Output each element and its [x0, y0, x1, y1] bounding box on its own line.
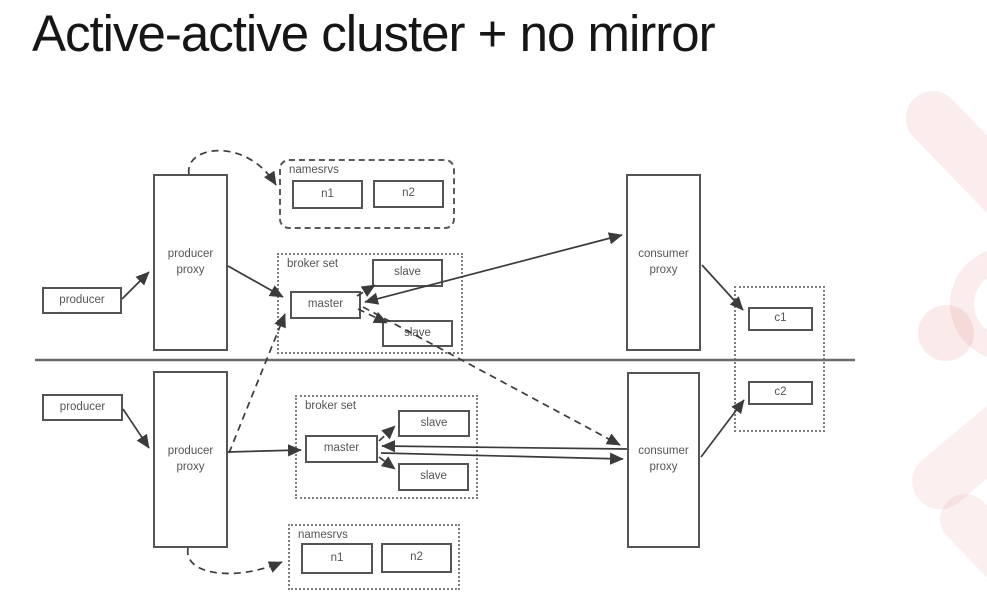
master-node-bottom: master	[305, 435, 378, 463]
edge-producer-to-proxy-bottom	[122, 408, 150, 449]
namesrvs-group-top: namesrvs	[279, 159, 455, 229]
producer-proxy-node-top: producer proxy	[153, 174, 228, 351]
group-label: namesrvs	[289, 164, 339, 176]
group-label: broker set	[305, 400, 357, 412]
group-label: namesrvs	[298, 529, 348, 541]
edge-proxy-to-namesrvs-bottom	[187, 547, 283, 575]
edge-producer-to-proxy-top	[121, 271, 150, 300]
edge-proxy-to-master-bottom	[227, 444, 302, 457]
slave2-node-bottom: slave	[398, 463, 469, 491]
group-label: broker set	[287, 258, 339, 270]
consumer-proxy-node-bottom: consumer proxy	[627, 372, 700, 548]
namesrv-n1-node-top: n1	[292, 180, 363, 209]
producer-node-bottom: producer	[42, 394, 123, 421]
consumer-proxy-node-top: consumer proxy	[626, 174, 701, 351]
consumer-c1-node: c1	[748, 307, 813, 331]
page-title: Active-active cluster + no mirror	[32, 5, 716, 62]
namesrv-n2-node-bottom: n2	[381, 543, 452, 573]
namesrvs-group-bottom: namesrvs	[288, 524, 460, 590]
slave2-node-top: slave	[382, 320, 453, 347]
producer-proxy-node-bottom: producer proxy	[153, 371, 228, 548]
consumer-c2-node: c2	[748, 381, 813, 405]
producer-node-top: producer	[42, 287, 122, 314]
namesrv-n1-node-bottom: n1	[301, 543, 373, 574]
watermark-stripe-icon	[894, 79, 987, 255]
slave1-node-bottom: slave	[398, 410, 470, 437]
edge-proxy-to-master-top	[227, 265, 284, 298]
watermark-dot-icon	[918, 305, 974, 361]
slave1-node-top: slave	[372, 259, 443, 287]
master-node-top: master	[290, 291, 361, 319]
namesrv-n2-node-top: n2	[373, 180, 444, 208]
